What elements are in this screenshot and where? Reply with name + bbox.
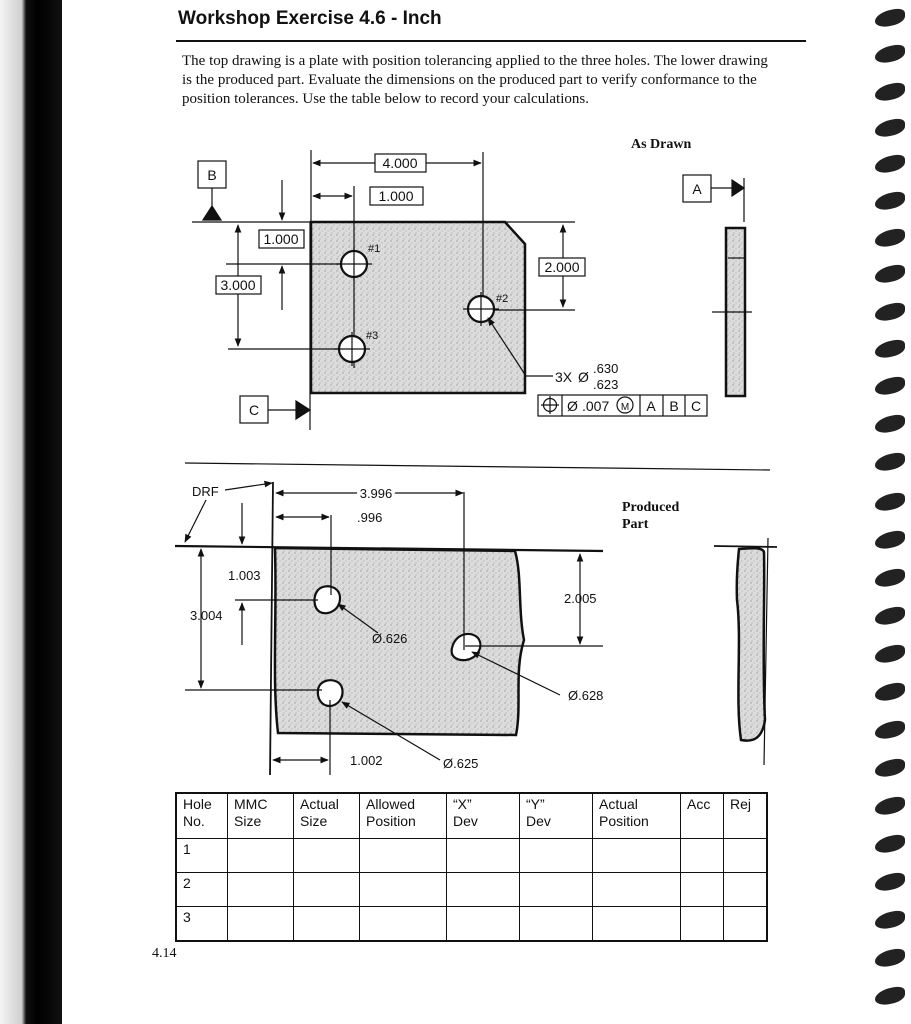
cell-actual-size[interactable]: [293, 838, 360, 873]
datum-c-text: C: [249, 402, 259, 418]
dia-628-text: Ø.628: [568, 688, 603, 703]
fcf-datum-c: C: [691, 398, 701, 414]
dia-625-text: Ø.625: [443, 756, 478, 771]
table-row: 3: [175, 906, 768, 942]
produced-hole-1: [313, 585, 342, 615]
fcf-modifier: M: [621, 402, 629, 413]
cell-y-dev[interactable]: [519, 838, 593, 873]
col-mmc-size: MMC Size: [227, 792, 294, 839]
cell-rej[interactable]: [723, 872, 768, 907]
calculation-table: Hole No. MMC Size Actual Size Allowed Po…: [175, 792, 768, 942]
cell-acc[interactable]: [680, 838, 724, 873]
dim-3996-text: 3.996: [360, 486, 393, 501]
cell-y-dev[interactable]: [519, 906, 593, 942]
table-header-row: Hole No. MMC Size Actual Size Allowed Po…: [175, 792, 768, 839]
cell-x-dev[interactable]: [446, 906, 520, 942]
cell-acc[interactable]: [680, 872, 724, 907]
cell-mmc-size[interactable]: [227, 838, 294, 873]
intro-paragraph: The top drawing is a plate with position…: [182, 53, 768, 107]
mmc-circle-icon: [616, 396, 634, 414]
row-hole-number: 3: [175, 906, 228, 942]
callout-lower-limit: .623: [593, 377, 618, 392]
datum-b-box: [197, 160, 227, 189]
datum-a-box: [682, 174, 712, 203]
dim-1002-text: 1.002: [350, 753, 383, 768]
produced-top-line: [174, 544, 604, 553]
section-divider: [184, 462, 771, 471]
col-x-dev: “X” Dev: [446, 792, 520, 839]
cell-mmc-size[interactable]: [227, 872, 294, 907]
cell-actual-size[interactable]: [293, 906, 360, 942]
cell-actual-position[interactable]: [592, 872, 681, 907]
dim-1000-top-text: 1.000: [378, 188, 413, 204]
col-rej: Rej: [723, 792, 768, 839]
produced-side-view: [735, 546, 767, 742]
dim-3000-text: 3.000: [220, 277, 255, 293]
col-actual-size: Actual Size: [293, 792, 360, 839]
produced-part-label: Produced Part: [622, 499, 679, 533]
col-allowed-position: Allowed Position: [359, 792, 447, 839]
dim-2005-text: 2.005: [564, 591, 597, 606]
dim-1003-text: 1.003: [228, 568, 261, 583]
dim-996-text: .996: [357, 510, 382, 525]
produced-label-line1: Produced: [622, 500, 680, 515]
cell-y-dev[interactable]: [519, 872, 593, 907]
callout-qty: 3X: [555, 369, 573, 385]
col-acc: Acc: [680, 792, 724, 839]
produced-left-line: [269, 481, 274, 776]
produced-hole-3: [316, 679, 344, 708]
dim-3004-text: 3.004: [190, 608, 223, 623]
dim-2000-text: 2.000: [544, 259, 579, 275]
hole-3-label: #3: [366, 330, 378, 342]
fcf-dia-symbol: Ø: [567, 398, 578, 414]
datum-a-text: A: [692, 181, 702, 197]
cell-rej[interactable]: [723, 838, 768, 873]
cell-acc[interactable]: [680, 906, 724, 942]
datum-b-text: B: [207, 167, 216, 183]
book-binding-spine: [0, 0, 62, 1024]
cell-allowed-position[interactable]: [359, 838, 447, 873]
feature-control-frame: [537, 394, 708, 417]
drf-label: DRF: [192, 484, 219, 499]
page-title: Workshop Exercise 4.6 - Inch: [178, 8, 442, 29]
cell-x-dev[interactable]: [446, 838, 520, 873]
row-hole-number: 1: [175, 838, 228, 873]
produced-label-line2: Part: [622, 517, 649, 532]
cell-actual-size[interactable]: [293, 872, 360, 907]
col-y-dev: “Y” Dev: [519, 792, 593, 839]
cell-rej[interactable]: [723, 906, 768, 942]
dim-4000-text: 4.000: [382, 155, 417, 171]
spiral-binding-rings: [861, 0, 911, 1024]
as-drawn-label: As Drawn: [631, 137, 692, 152]
page-number: 4.14: [152, 946, 177, 961]
dim-1000-left-text: 1.000: [263, 231, 298, 247]
col-actual-position: Actual Position: [592, 792, 681, 839]
col-hole-no: Hole No.: [175, 792, 228, 839]
fcf-tolerance: .007: [582, 398, 609, 414]
cell-mmc-size[interactable]: [227, 906, 294, 942]
cell-actual-position[interactable]: [592, 906, 681, 942]
datum-c-box: [239, 395, 269, 424]
cell-allowed-position[interactable]: [359, 906, 447, 942]
fcf-datum-b: B: [669, 398, 678, 414]
cell-x-dev[interactable]: [446, 872, 520, 907]
table-row: 2: [175, 872, 768, 907]
title-rule: [176, 40, 806, 42]
cell-actual-position[interactable]: [592, 838, 681, 873]
table-row: 1: [175, 838, 768, 873]
cell-allowed-position[interactable]: [359, 872, 447, 907]
fcf-datum-a: A: [646, 398, 656, 414]
dia-626-text: Ø.626: [372, 631, 407, 646]
hole-1-label: #1: [368, 243, 380, 255]
callout-dia-symbol: Ø: [578, 369, 589, 385]
hole-2-label: #2: [496, 293, 508, 305]
row-hole-number: 2: [175, 872, 228, 907]
callout-upper-limit: .630: [593, 361, 618, 376]
